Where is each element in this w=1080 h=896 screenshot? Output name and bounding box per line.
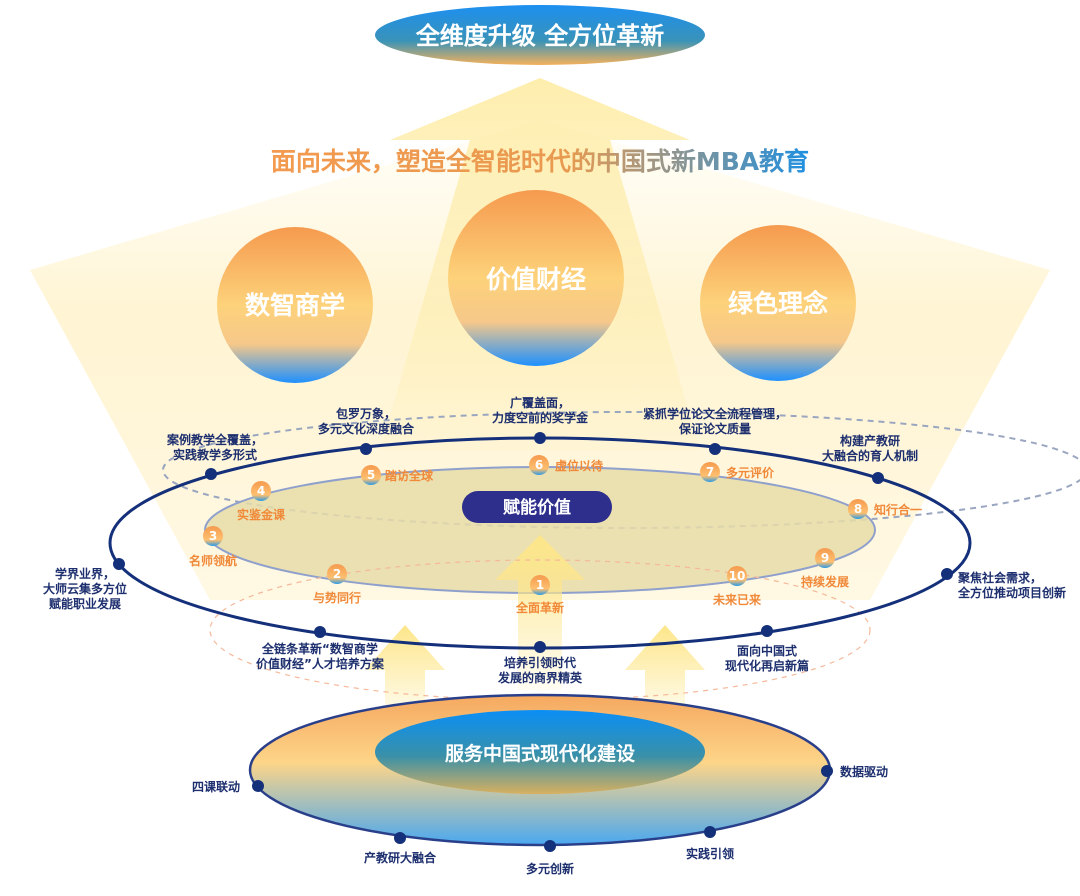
marker-label: 多元评价 xyxy=(726,465,775,480)
marker-number: 7 xyxy=(706,465,714,479)
faint-dashed-ring xyxy=(209,559,871,701)
ring-node-label: 多元文化深度融合 xyxy=(318,421,415,436)
marker-label: 全面革新 xyxy=(515,600,564,615)
numbered-marker xyxy=(361,465,381,485)
ring-node-label: 全链条革新“数智商学 xyxy=(261,641,378,656)
ring-node-label: 价值财经”人才培养方案 xyxy=(256,656,385,671)
small-up-arrow xyxy=(495,535,585,690)
marker-label: 名师领航 xyxy=(189,553,237,568)
left-up-arrow xyxy=(365,625,445,720)
ring-node-label: 广覆盖面， xyxy=(510,395,570,410)
ring-node xyxy=(872,472,884,484)
numbered-marker xyxy=(203,526,223,546)
marker-number: 1 xyxy=(536,578,544,592)
marker-number: 2 xyxy=(333,567,341,581)
marker-label: 虚位以待 xyxy=(555,458,603,473)
marker-number: 8 xyxy=(854,502,862,516)
base-node-label: 多元创新 xyxy=(526,861,574,876)
numbered-marker xyxy=(848,499,868,519)
ring-node-label: 力度空前的奖学金 xyxy=(492,410,589,425)
ring-node-label: 面向中国式 xyxy=(737,643,797,658)
ring-node-label: 大师云集多方位 xyxy=(43,581,127,596)
base-node xyxy=(394,832,406,844)
base-title: 服务中国式现代化建设 xyxy=(445,742,635,765)
ring-node-label: 学界业界， xyxy=(55,566,115,581)
base-node xyxy=(821,765,833,777)
ring-node-label: 大融合的育人机制 xyxy=(822,448,918,463)
headline: 面向未来，塑造全智能时代的中国式新MBA教育 xyxy=(271,147,809,176)
marker-number: 5 xyxy=(367,468,375,482)
ring-node-label: 实践教学多形式 xyxy=(173,447,257,462)
pillar-circle-1 xyxy=(217,227,373,383)
pillar-label-2: 价值财经 xyxy=(486,265,586,294)
pillar-label-3: 绿色理念 xyxy=(728,289,828,318)
marker-label: 持续发展 xyxy=(801,574,849,589)
ring-node xyxy=(709,443,721,455)
ring-node xyxy=(534,432,546,444)
pillar-circle-3 xyxy=(700,225,856,381)
ring-node-label: 聚焦社会需求， xyxy=(957,570,1042,585)
marker-label: 实鉴金课 xyxy=(237,507,286,522)
center-badge-text: 赋能价值 xyxy=(503,497,571,518)
marker-number: 10 xyxy=(729,569,746,583)
ring-node-label: 培养引领时代 xyxy=(504,655,576,670)
numbered-marker xyxy=(529,455,549,475)
ring-node xyxy=(205,468,217,480)
ring-node-label: 包罗万象， xyxy=(335,406,396,421)
marker-label: 与势同行 xyxy=(313,590,361,605)
ring-node xyxy=(941,568,953,580)
ring-node xyxy=(113,558,125,570)
top-banner-text: 全维度升级 全方位革新 xyxy=(415,22,664,50)
ring-node-label: 构建产教研 xyxy=(840,433,900,448)
marker-label: 知行合一 xyxy=(873,502,922,517)
top-banner xyxy=(375,5,705,65)
numbered-marker xyxy=(530,575,550,595)
numbered-marker xyxy=(251,481,271,501)
ring-node-label: 案例教学全覆盖， xyxy=(166,432,263,447)
center-badge xyxy=(462,491,612,523)
pillar-circle-2 xyxy=(448,190,624,366)
ring-node-label: 赋能职业发展 xyxy=(49,596,121,611)
numbered-marker xyxy=(815,548,835,568)
marker-label: 未来已来 xyxy=(712,592,762,607)
base-node-label: 产教研大融合 xyxy=(364,850,437,865)
marker-number: 9 xyxy=(821,551,829,565)
numbered-marker xyxy=(727,566,747,586)
base-node xyxy=(544,840,556,852)
numbered-marker xyxy=(327,564,347,584)
marker-number: 3 xyxy=(209,529,217,543)
ring-node xyxy=(534,641,546,653)
numbered-marker xyxy=(700,462,720,482)
ring-node-label: 紧抓学位论文全流程管理， xyxy=(643,406,787,421)
base-core xyxy=(375,710,705,794)
ring-node-label: 发展的商界精英 xyxy=(497,670,583,685)
ring-node xyxy=(761,625,773,637)
ring-node-label: 全方位推动项目创新 xyxy=(957,585,1066,600)
ring-node-label: 现代化再启新篇 xyxy=(725,658,809,673)
base-node-label: 实践引领 xyxy=(686,846,734,861)
ring-node xyxy=(360,443,372,455)
base-node-label: 四课联动 xyxy=(192,779,240,794)
pillar-label-1: 数智商学 xyxy=(245,291,345,320)
ring-node xyxy=(314,626,326,638)
base-node xyxy=(704,826,716,838)
ring-node-label: 保证论文质量 xyxy=(678,421,751,436)
marker-number: 6 xyxy=(535,458,543,472)
base-node xyxy=(252,780,264,792)
marker-number: 4 xyxy=(257,484,265,498)
base-node-label: 数据驱动 xyxy=(840,764,888,779)
marker-label: 踏访全球 xyxy=(385,468,434,483)
